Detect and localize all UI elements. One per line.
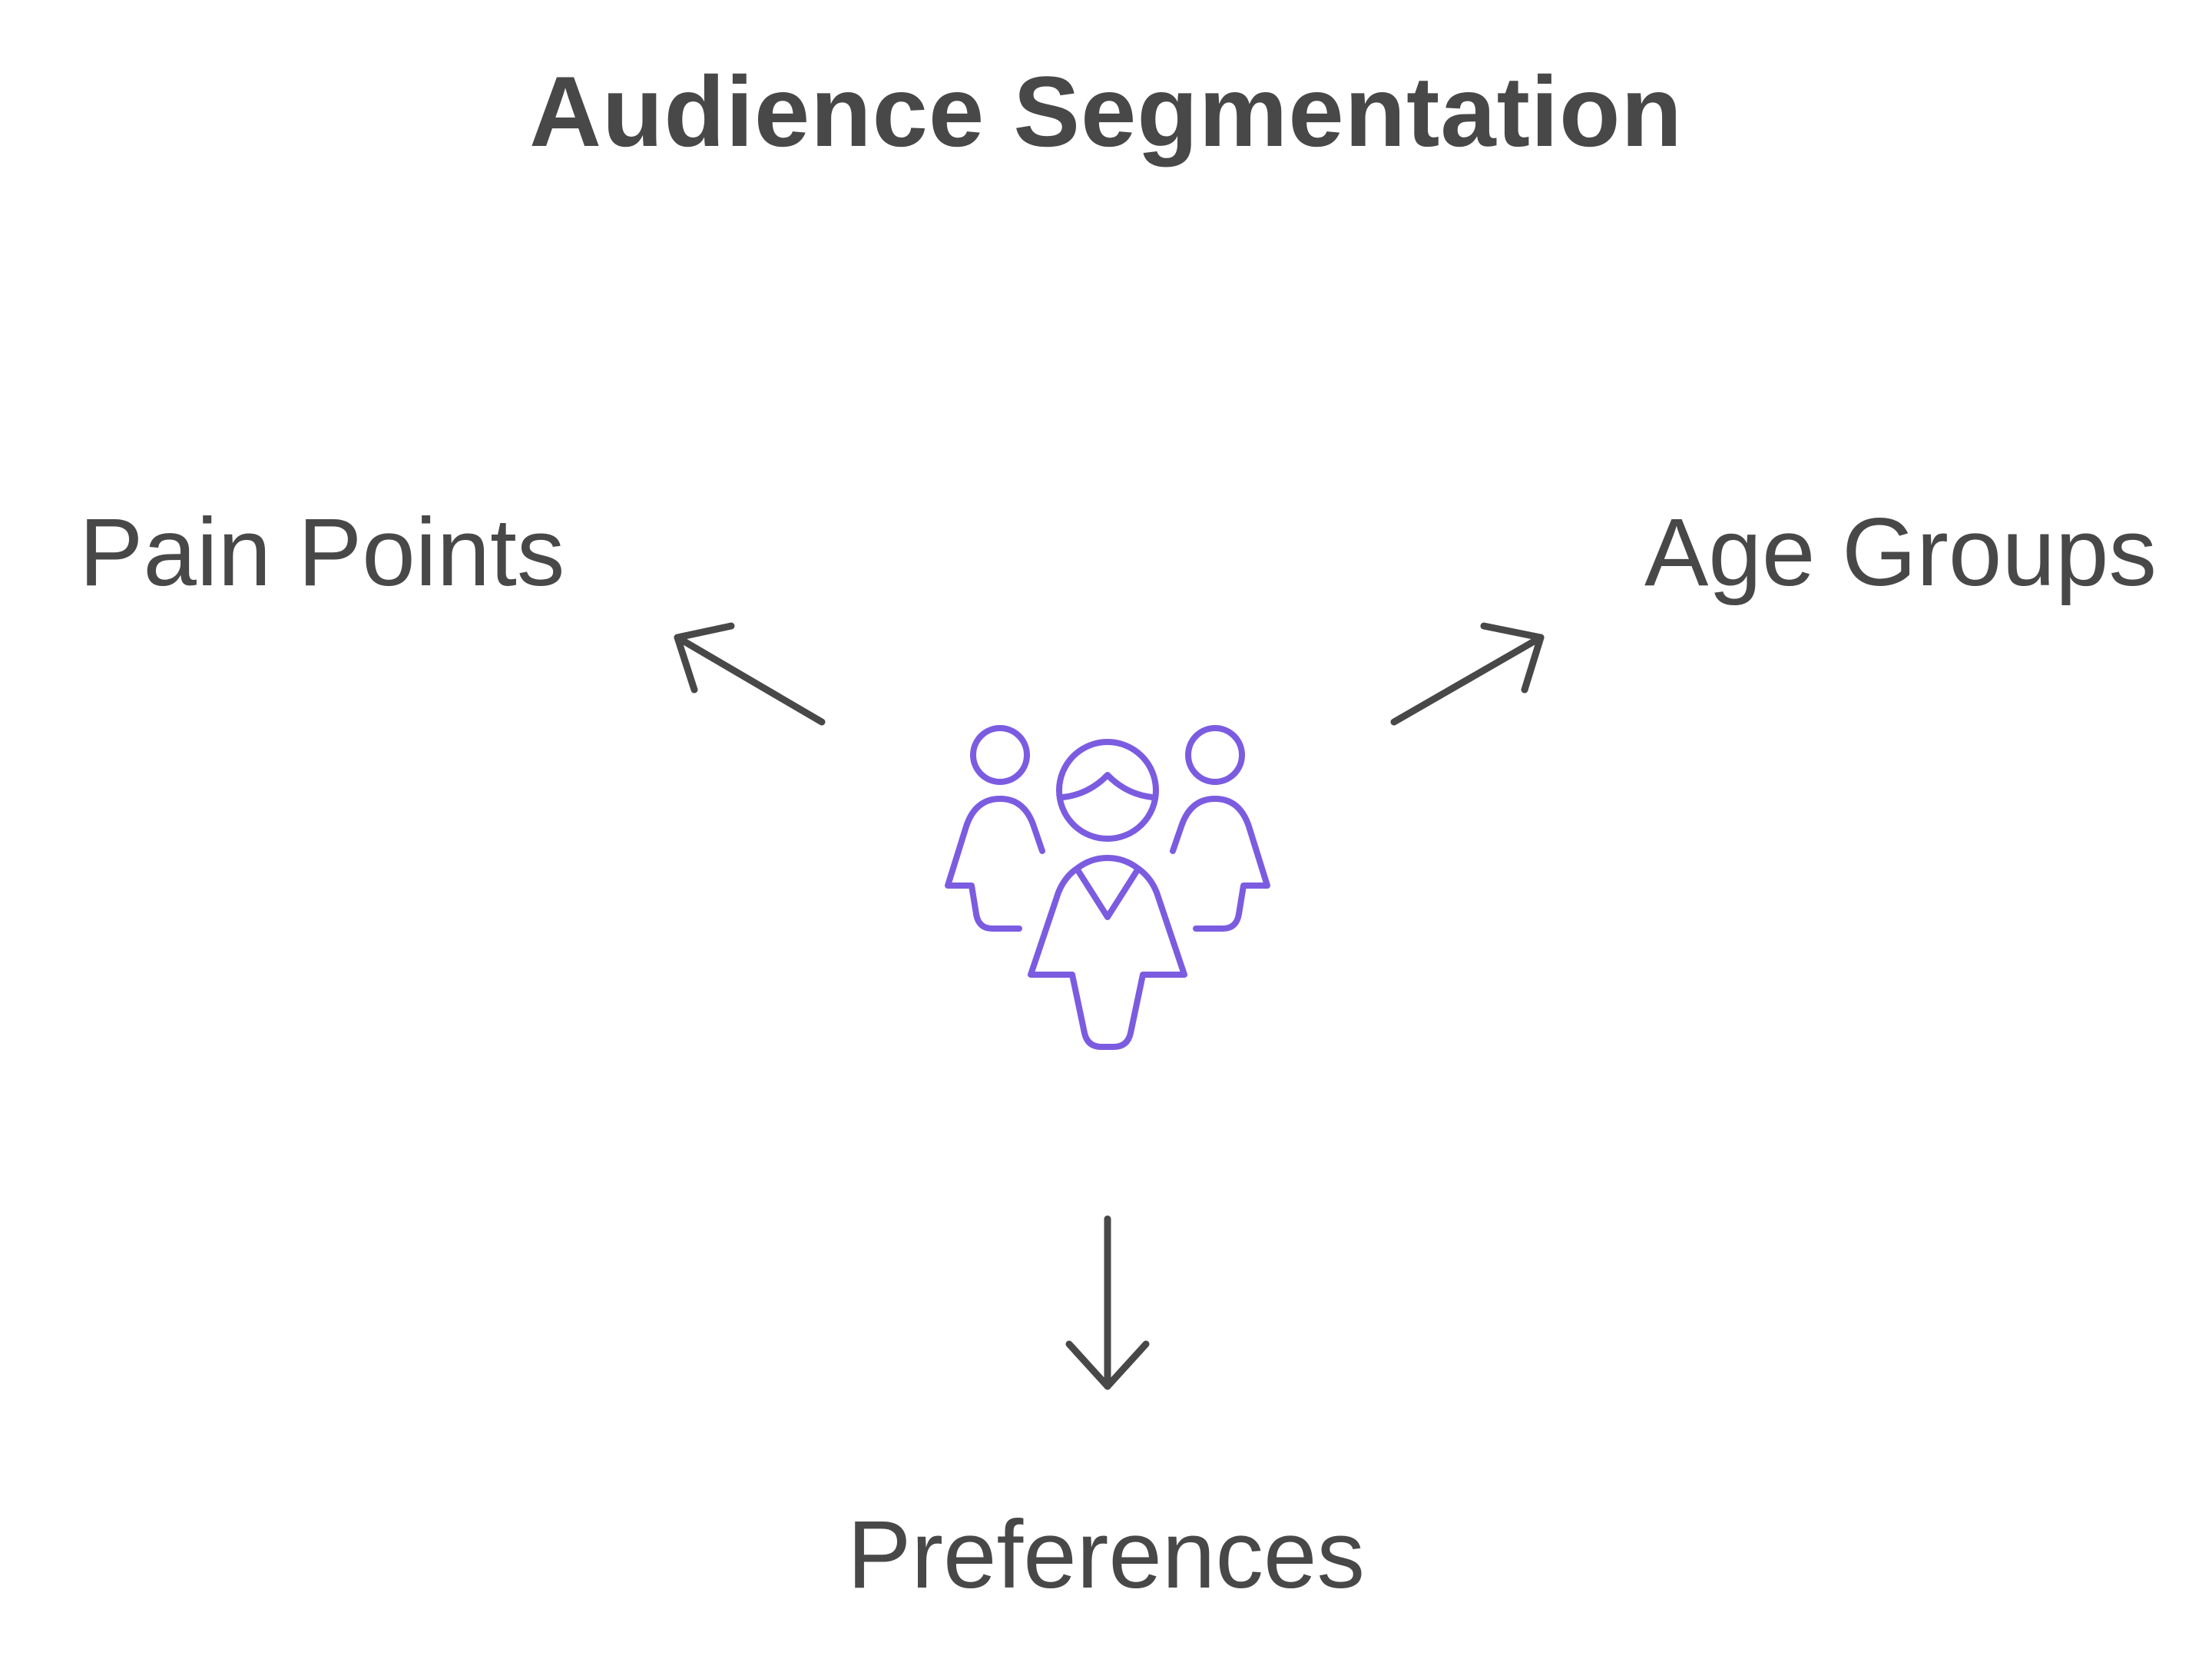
arrow-to-age-groups [1390,622,1545,726]
branch-label-age-groups: Age Groups [1644,499,2157,606]
diagram-title: Audience Segmentation [529,55,1683,167]
branch-label-pain-points: Pain Points [79,499,565,606]
branch-label-preferences: Preferences [847,1502,1365,1608]
right-person-icon [1170,725,1270,932]
arrow-to-pain-points [674,622,826,726]
audience-group-icon [945,725,1270,1050]
arrow-to-preferences [1065,1215,1150,1390]
left-person-icon [945,725,1045,932]
center-person-icon [1028,739,1187,1050]
